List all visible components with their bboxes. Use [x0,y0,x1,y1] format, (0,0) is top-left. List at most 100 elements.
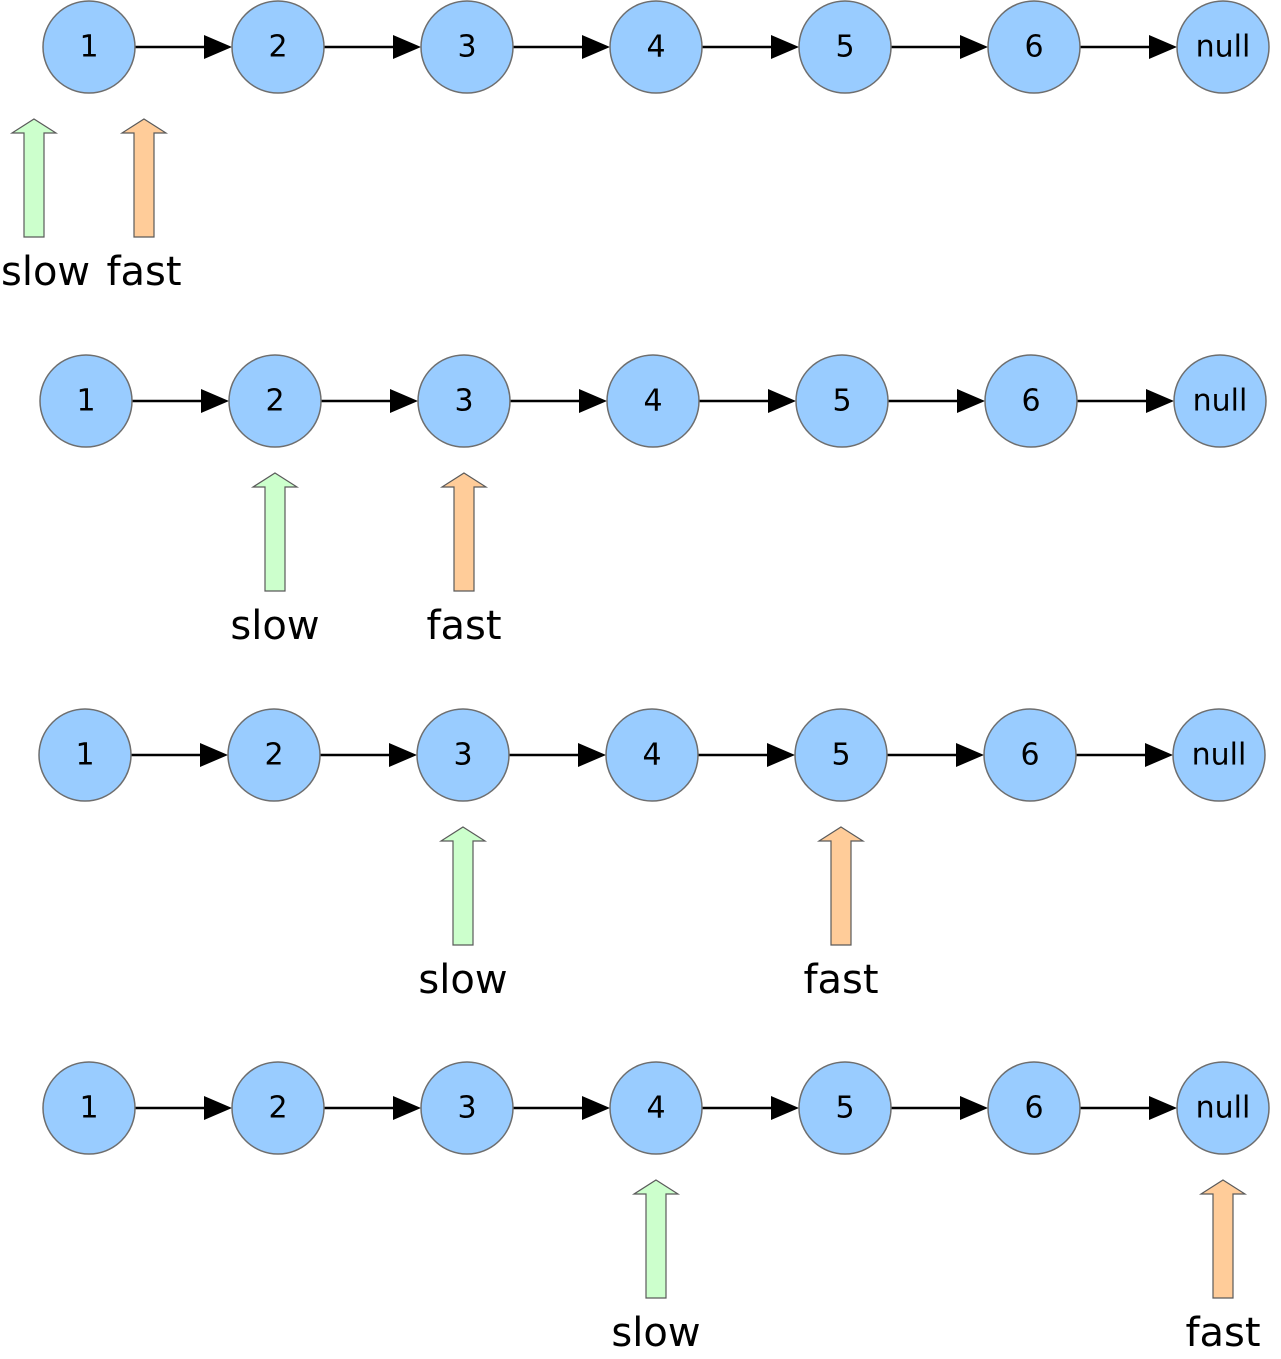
link-arrowhead [1146,389,1174,413]
list-node [609,1061,703,1155]
list-node [1172,708,1266,802]
link-arrowhead [582,1096,610,1120]
node-label: 1 [76,384,95,419]
fast-pointer-arrow [439,472,489,592]
slow-pointer-label: slow [611,1310,700,1356]
node-label: 5 [835,1091,854,1126]
node-label: 6 [1021,384,1040,419]
step-row: 1 2 3 4 5 6 null slow fast [1,0,1270,295]
list-node [606,354,700,448]
link-arrowhead [578,743,606,767]
fast-pointer-arrow [816,826,866,946]
list-node [227,708,321,802]
node-label: 5 [835,30,854,65]
link-arrowhead [579,389,607,413]
link-arrowhead [1149,1096,1177,1120]
link-arrowhead [771,35,799,59]
link-arrowhead [957,389,985,413]
list-node [1176,0,1270,94]
fast-pointer-label: fast [803,957,878,1003]
node-label: 1 [79,30,98,65]
slow-pointer-arrow [9,118,59,238]
slow-pointer-arrow [250,472,300,592]
fast-pointer-arrow [1198,1179,1248,1299]
node-label: 1 [79,1091,98,1126]
node-label: null [1192,738,1247,773]
list-node [795,354,889,448]
node-label: 2 [268,30,287,65]
node-label: 6 [1024,30,1043,65]
slow-pointer-label: slow [230,603,319,649]
link-arrowhead [200,743,228,767]
link-arrowhead [767,743,795,767]
node-label: 4 [646,30,665,65]
link-arrowhead [389,743,417,767]
slow-pointer-label: slow [1,249,90,295]
list-node [984,354,1078,448]
link-arrowhead [393,35,421,59]
list-node [42,1061,136,1155]
node-label: 4 [643,384,662,419]
list-node [987,0,1081,94]
step-row: 1 2 3 4 5 6 null slow fast [42,1061,1270,1356]
slow-pointer-arrow [631,1179,681,1299]
node-label: 4 [642,738,661,773]
list-node [231,0,325,94]
list-node [420,1061,514,1155]
fast-pointer-label: fast [106,249,181,295]
list-node [420,0,514,94]
node-label: 4 [646,1091,665,1126]
fast-pointer-arrow [119,118,169,238]
fast-pointer-label: fast [1185,1310,1260,1356]
node-label: 2 [264,738,283,773]
link-arrowhead [960,35,988,59]
node-label: 5 [832,384,851,419]
list-node [987,1061,1081,1155]
node-label: 6 [1024,1091,1043,1126]
list-node [609,0,703,94]
link-arrowhead [768,389,796,413]
list-node [228,354,322,448]
node-label: null [1193,384,1248,419]
link-arrowhead [204,35,232,59]
node-label: 1 [75,738,94,773]
step-row: 1 2 3 4 5 6 null slow fast [39,354,1267,649]
list-node [39,354,133,448]
link-arrowhead [201,389,229,413]
fast-pointer-label: fast [426,603,501,649]
list-node [798,0,892,94]
list-node [416,708,510,802]
link-arrowhead [390,389,418,413]
slow-pointer-label: slow [418,957,507,1003]
node-label: 3 [454,384,473,419]
node-label: 3 [453,738,472,773]
link-arrowhead [1145,743,1173,767]
list-node [794,708,888,802]
node-label: 6 [1020,738,1039,773]
list-node [231,1061,325,1155]
node-label: 5 [831,738,850,773]
list-node [798,1061,892,1155]
link-arrowhead [771,1096,799,1120]
slow-pointer-arrow [438,826,488,946]
list-node [605,708,699,802]
list-node [417,354,511,448]
node-label: 2 [265,384,284,419]
node-label: 3 [457,1091,476,1126]
link-arrowhead [582,35,610,59]
link-arrowhead [1149,35,1177,59]
list-node [38,708,132,802]
link-arrowhead [204,1096,232,1120]
list-node [42,0,136,94]
list-node [983,708,1077,802]
link-arrowhead [956,743,984,767]
step-row: 1 2 3 4 5 6 null slow fast [38,708,1266,1003]
node-label: null [1196,1091,1251,1126]
list-node [1176,1061,1270,1155]
node-label: null [1196,30,1251,65]
link-arrowhead [960,1096,988,1120]
node-label: 2 [268,1091,287,1126]
list-node [1173,354,1267,448]
node-label: 3 [457,30,476,65]
